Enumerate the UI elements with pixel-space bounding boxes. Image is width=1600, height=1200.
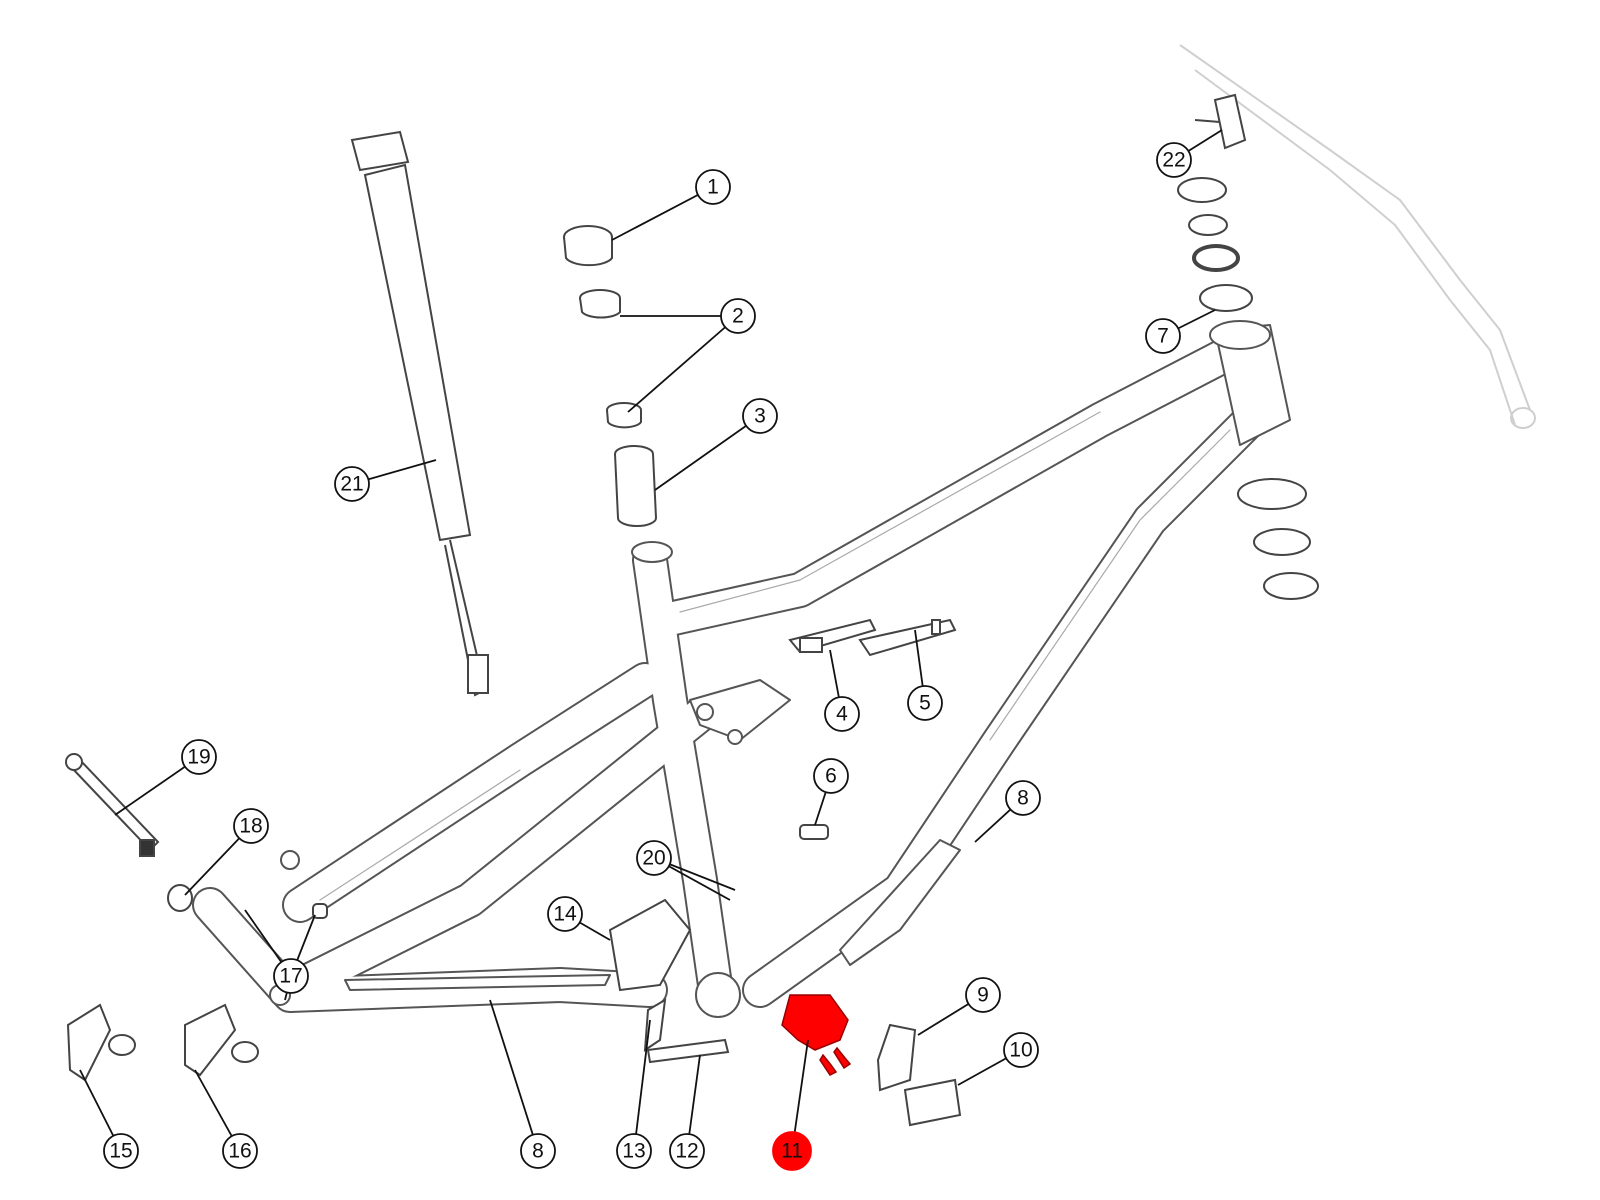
callout-circle	[965, 977, 1001, 1013]
callout-label: 8	[532, 1140, 544, 1163]
callout-label: 21	[340, 473, 363, 496]
callout-circle	[1003, 1032, 1039, 1068]
callout-circle	[616, 1133, 652, 1169]
callout-21[interactable]: 21	[334, 466, 370, 502]
parts	[65, 93, 1319, 1127]
callout-circle	[720, 298, 756, 334]
callout-12[interactable]: 12	[669, 1133, 705, 1169]
callout-13[interactable]: 13	[616, 1133, 652, 1169]
callout-circle	[636, 840, 672, 876]
callout-22[interactable]: 22	[1156, 142, 1192, 178]
leader-line-8	[489, 999, 539, 1152]
callout-circle	[520, 1133, 556, 1169]
callout-circle	[772, 1131, 812, 1171]
callout-8[interactable]: 8	[520, 1133, 556, 1169]
callout-label: 18	[239, 815, 262, 838]
callout-label: 19	[187, 746, 210, 769]
callout-11[interactable]: 11	[772, 1131, 812, 1171]
callout-20[interactable]: 20	[636, 840, 672, 876]
callout-circle	[233, 808, 269, 844]
callout-10[interactable]: 10	[1003, 1032, 1039, 1068]
callout-8[interactable]: 8	[1005, 780, 1041, 816]
callout-circle	[824, 696, 860, 732]
callout-circle	[1145, 318, 1181, 354]
callout-circle	[742, 398, 778, 434]
callout-label: 2	[732, 305, 744, 328]
leader-line-1	[611, 186, 714, 241]
callout-circle	[813, 758, 849, 794]
callout-circle	[1156, 142, 1192, 178]
callout-label: 6	[825, 765, 837, 788]
callout-18[interactable]: 18	[233, 808, 269, 844]
callout-label: 20	[642, 847, 665, 870]
callout-label: 12	[675, 1140, 698, 1163]
callout-5[interactable]: 5	[907, 685, 943, 721]
callout-17[interactable]: 17	[273, 958, 309, 994]
callout-3[interactable]: 3	[742, 398, 778, 434]
leader-line-3	[654, 415, 761, 491]
callout-4[interactable]: 4	[824, 696, 860, 732]
callout-label: 1	[707, 176, 719, 199]
callout-19[interactable]: 19	[181, 739, 217, 775]
callout-circle	[273, 958, 309, 994]
callout-label: 5	[919, 692, 931, 715]
callout-label: 11	[781, 1140, 803, 1163]
callout-circle	[222, 1133, 258, 1169]
callout-label: 16	[228, 1140, 251, 1163]
part-11-highlighted[interactable]	[781, 994, 852, 1076]
callout-circle	[1005, 780, 1041, 816]
callout-6[interactable]: 6	[813, 758, 849, 794]
callout-1[interactable]: 1	[695, 169, 731, 205]
callout-circle	[669, 1133, 705, 1169]
callout-label: 13	[622, 1140, 645, 1163]
callout-circle	[103, 1133, 139, 1169]
callout-label: 22	[1162, 149, 1185, 172]
leader-line-13	[633, 1019, 651, 1152]
callout-circle	[907, 685, 943, 721]
callout-16[interactable]: 16	[222, 1133, 258, 1169]
callout-circle	[547, 896, 583, 932]
callout-label: 17	[279, 965, 302, 988]
callout-label: 10	[1009, 1039, 1032, 1062]
callout-label: 4	[836, 703, 848, 726]
callout-label: 7	[1157, 325, 1169, 348]
leader-line-2	[627, 315, 739, 413]
callout-circle	[695, 169, 731, 205]
frame	[192, 320, 1291, 1018]
callout-circle	[334, 466, 370, 502]
callout-14[interactable]: 14	[547, 896, 583, 932]
callout-label: 14	[553, 903, 577, 926]
callout-label: 3	[754, 405, 766, 428]
callout-label: 15	[109, 1140, 132, 1163]
callout-7[interactable]: 7	[1145, 318, 1181, 354]
callout-label: 8	[1017, 787, 1029, 810]
callout-label: 9	[977, 984, 989, 1007]
callout-2[interactable]: 2	[720, 298, 756, 334]
handlebar-ghost	[1179, 44, 1536, 429]
callout-15[interactable]: 15	[103, 1133, 139, 1169]
callout-9[interactable]: 9	[965, 977, 1001, 1013]
callout-circle	[181, 739, 217, 775]
